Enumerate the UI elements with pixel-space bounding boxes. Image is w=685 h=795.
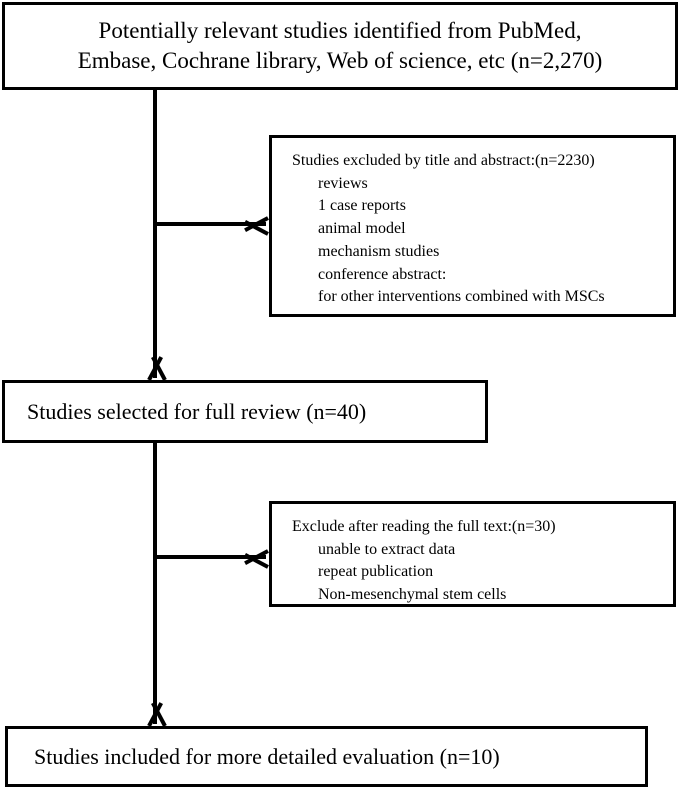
excluded-full-text-reason-0: unable to extract data <box>318 540 456 558</box>
excluded-title-abstract-heading: Studies excluded by title and abstract:(… <box>292 152 595 169</box>
connector-full-review-to-excluded-line <box>153 555 266 559</box>
node-studies-included: Studies included for more detailed evalu… <box>5 726 648 787</box>
excluded-full-text-reason-1: repeat publication <box>318 563 434 581</box>
excluded-title-abstract-reason-1: 1 case reports <box>318 197 406 215</box>
node-excluded-after-full-text-body: Exclude after reading the full text:(n=3… <box>272 504 673 607</box>
excluded-title-abstract-reason-2: animal model <box>318 220 406 238</box>
excluded-full-text-heading: Exclude after reading the full text:(n=3… <box>292 518 556 535</box>
connector-identified-to-excluded-line <box>153 222 266 226</box>
node-studies-included-text: Studies included for more detailed evalu… <box>34 743 500 769</box>
excluded-full-text-reason-2: Non-mesenchymal stem cells <box>318 586 507 604</box>
node-excluded-by-title-and-abstract: Studies excluded by title and abstract:(… <box>269 135 676 317</box>
node-identified-studies-text: Potentially relevant studies identified … <box>77 17 603 73</box>
excluded-title-abstract-reason-5: for other interventions combined with MS… <box>318 288 605 306</box>
connector-full-review-to-included-line <box>153 443 157 724</box>
node-studies-selected-full-review-text: Studies selected for full review (n=40) <box>27 398 367 424</box>
excluded-title-abstract-reason-3: mechanism studies <box>318 242 440 260</box>
node-studies-selected-full-review: Studies selected for full review (n=40) <box>2 380 488 443</box>
node-excluded-by-title-and-abstract-body: Studies excluded by title and abstract:(… <box>272 138 673 309</box>
excluded-title-abstract-reason-4: conference abstract: <box>318 265 447 283</box>
node-identified-studies: Potentially relevant studies identified … <box>2 2 678 90</box>
excluded-title-abstract-reason-0: reviews <box>318 174 368 192</box>
node-excluded-after-full-text: Exclude after reading the full text:(n=3… <box>269 501 676 607</box>
connector-identified-to-full-review-line <box>153 90 157 378</box>
